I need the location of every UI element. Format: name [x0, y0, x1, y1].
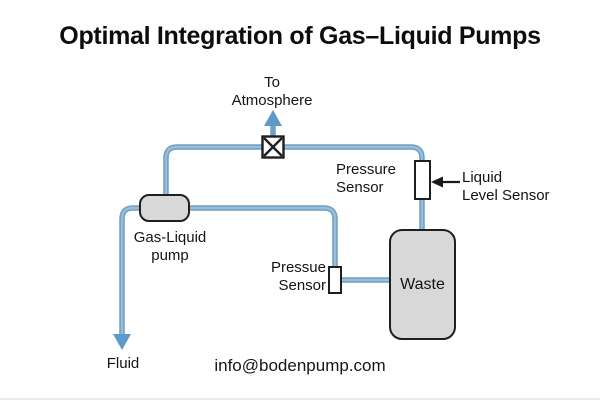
liquid-level-sensor-shape — [414, 160, 431, 200]
pressure-sensor-bottom-label: Pressue Sensor — [270, 259, 326, 295]
flow-arrowheads — [113, 110, 282, 350]
waste-tank-shape: Waste — [389, 229, 456, 340]
valve-icon — [261, 135, 285, 159]
to-atmosphere-arrow-icon — [264, 110, 282, 126]
fluid-label: Fluid — [106, 355, 140, 372]
pressure-sensor-shape — [328, 266, 342, 294]
liquid-level-sensor-label: Liquid Level Sensor — [462, 169, 550, 205]
page-title: Optimal Integration of Gas–Liquid Pumps — [59, 22, 541, 50]
level-sensor-pointer-arrow-icon — [431, 176, 460, 188]
pressure-sensor-top-label: Pressure Sensor — [336, 161, 397, 197]
fluid-arrow-icon — [113, 334, 131, 350]
waste-tank-label: Waste — [400, 275, 445, 293]
contact-email: info@bodenpump.com — [214, 356, 386, 375]
pipe-highlights — [120, 145, 424, 336]
gas-liquid-pump-label: Gas-Liquid pump — [133, 229, 207, 265]
to-atmosphere-label: To Atmosphere — [231, 74, 313, 110]
gas-liquid-pump-shape — [139, 194, 190, 222]
pipe-pump-to-fluid — [119, 205, 141, 336]
